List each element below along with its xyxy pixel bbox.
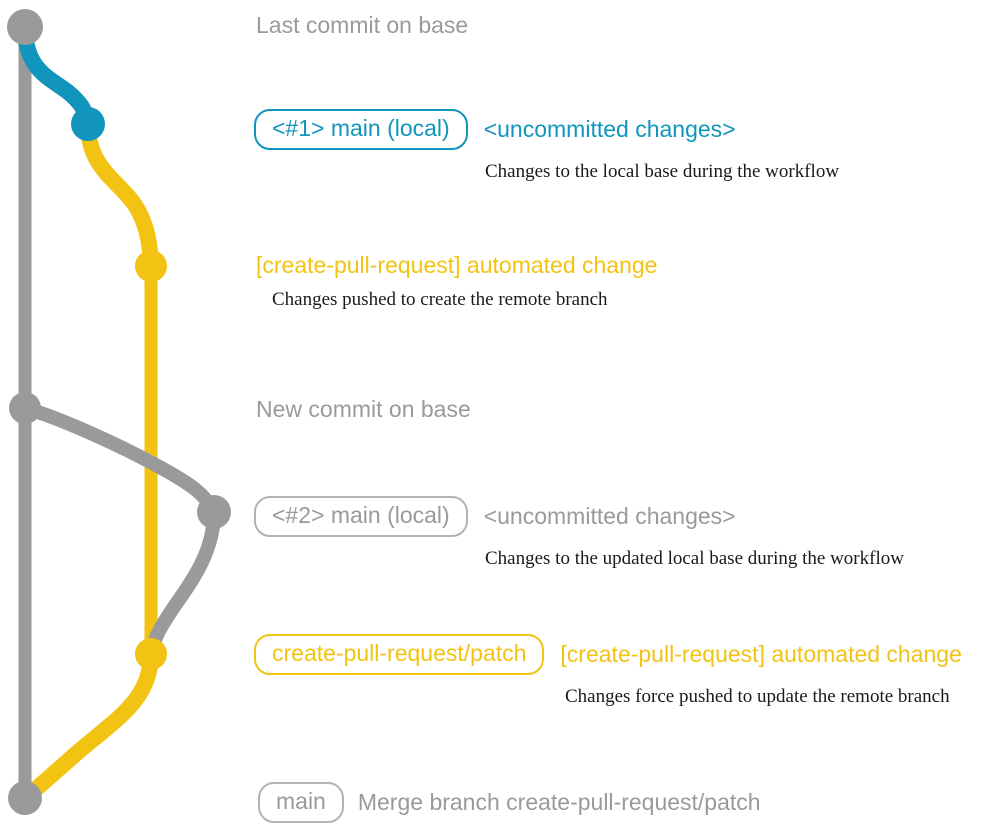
edge-patch2-to-merge	[17, 646, 159, 806]
commit-node-base-new[interactable]	[9, 392, 41, 424]
row-merge: main Merge branch create-pull-request/pa…	[258, 782, 761, 823]
commit-node-patch-2[interactable]	[135, 638, 167, 670]
edge-local1-to-patch1	[80, 116, 159, 274]
edge-local2-to-patch2	[144, 505, 221, 661]
branch-badge-main[interactable]: main	[258, 782, 344, 823]
commit-heading-new-commit: New commit on base	[256, 396, 471, 422]
commit-node-patch-1[interactable]	[135, 250, 167, 282]
commit-subtitle-local-2: Changes to the updated local base during…	[485, 548, 904, 569]
commit-node-local-1[interactable]	[71, 107, 105, 141]
branch-badge-local-1[interactable]: <#1> main (local)	[254, 109, 468, 150]
branch-badge-local-2[interactable]: <#2> main (local)	[254, 496, 468, 537]
row-patch-2: create-pull-request/patch [create-pull-r…	[254, 634, 962, 708]
commit-node-base-last[interactable]	[7, 9, 43, 45]
commit-node-local-2[interactable]	[197, 495, 231, 529]
commit-heading-local-1: <uncommitted changes>	[483, 116, 736, 142]
commit-subtitle-local-1: Changes to the local base during the wor…	[485, 161, 840, 182]
row-last-commit: Last commit on base	[256, 14, 468, 37]
branch-badge-patch-2[interactable]: create-pull-request/patch	[254, 634, 545, 675]
commit-subtitle-patch-2: Changes force pushed to update the remot…	[565, 686, 950, 707]
git-graph	[7, 9, 231, 815]
commit-heading-patch-2: [create-pull-request] automated change	[560, 641, 962, 667]
commit-heading-local-2: <uncommitted changes>	[483, 503, 736, 529]
commit-heading-last-commit: Last commit on base	[256, 12, 469, 38]
commit-node-base-merge[interactable]	[8, 781, 42, 815]
row-local-2: <#2> main (local) <uncommitted changes> …	[254, 496, 904, 570]
commit-subtitle-patch-1: Changes pushed to create the remote bran…	[272, 289, 608, 310]
row-local-1: <#1> main (local) <uncommitted changes> …	[254, 109, 839, 183]
commit-heading-merge: Merge branch create-pull-request/patch	[357, 789, 761, 815]
edge-base-to-local2	[18, 401, 221, 519]
row-new-commit: New commit on base	[256, 398, 471, 421]
commit-heading-patch-1: [create-pull-request] automated change	[256, 252, 658, 278]
row-patch-1: [create-pull-request] automated change C…	[256, 254, 657, 311]
